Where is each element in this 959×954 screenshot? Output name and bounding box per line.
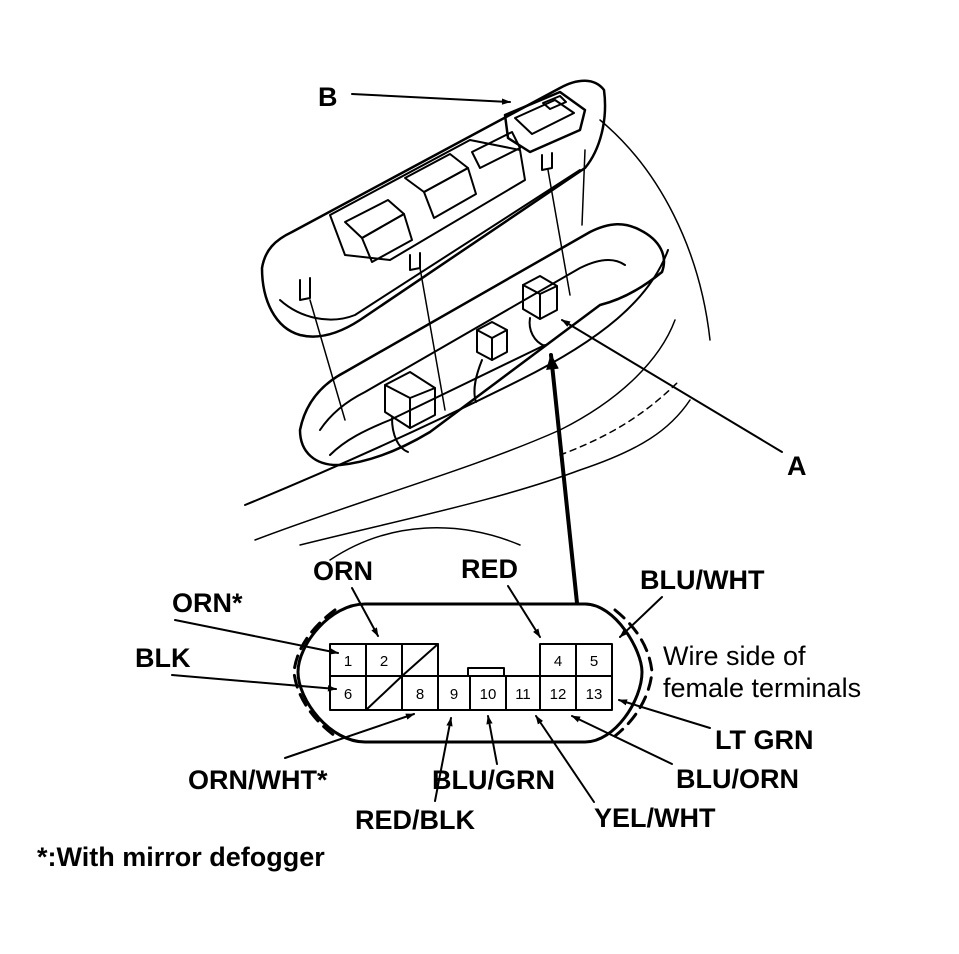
wire-label-orn: ORN (313, 556, 373, 586)
pin-11: 11 (515, 686, 531, 703)
pin-5: 5 (590, 653, 598, 670)
pin-1: 1 (344, 653, 352, 670)
pin-8: 8 (416, 686, 424, 703)
callout-a: A (561, 319, 807, 481)
wire-label-blu-orn: BLU/ORN (676, 764, 799, 794)
pin-6: 6 (344, 686, 352, 703)
pin-13: 13 (586, 686, 603, 703)
wire-label-red-blk: RED/BLK (355, 805, 475, 835)
wire-label-blu-grn: BLU/GRN (432, 765, 555, 795)
pin-4: 4 (554, 653, 562, 670)
connector-note-line1: Wire side of (663, 641, 806, 671)
wire-label-orn-wht-star: ORN/WHT* (188, 765, 328, 795)
wire-label-yel-wht: YEL/WHT (594, 803, 716, 833)
connector-face: 1 2 4 5 6 8 9 10 11 12 13 (292, 602, 654, 744)
wire-label-lt-grn: LT GRN (715, 725, 813, 755)
pin-2: 2 (380, 653, 388, 670)
wire-label-blu-wht: BLU/WHT (640, 565, 765, 595)
wire-label-red: RED (461, 554, 518, 584)
pin-9: 9 (450, 686, 458, 703)
wire-label-orn-star: ORN* (172, 588, 243, 618)
footnote: *:With mirror defogger (37, 842, 325, 872)
pin-12: 12 (550, 686, 567, 703)
callout-b-label: B (318, 82, 338, 112)
connector-note-line2: female terminals (663, 673, 861, 703)
connector-locator-arrow (546, 353, 579, 605)
wire-labels: ORN* BLK ORN RED BLU/WHT LT GRN BLU/ORN … (135, 554, 813, 835)
wire-label-blk: BLK (135, 643, 191, 673)
pin-10: 10 (480, 686, 497, 703)
callout-b: B (318, 82, 511, 112)
door-armrest-illustration (244, 79, 711, 561)
callout-a-label: A (787, 451, 807, 481)
